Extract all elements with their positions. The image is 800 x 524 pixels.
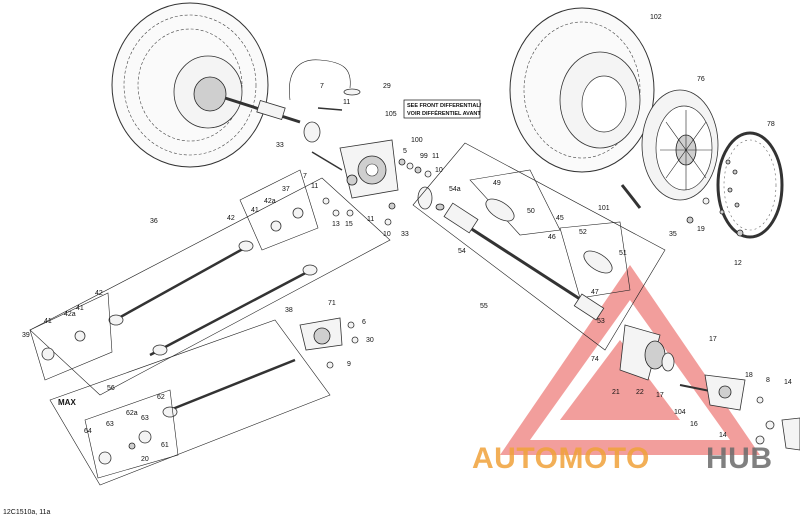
callout: 42 [227,215,235,222]
callout: 11 [432,153,439,160]
callout: 21 [612,389,620,396]
callout: 61 [161,442,169,449]
wheel-rim [641,89,719,201]
callout: 56 [107,385,115,392]
callout: 35 [669,231,677,238]
callout: 10 [435,167,443,174]
callout: 78 [767,121,775,128]
callout: 37 [282,186,290,193]
callout: 42 [95,290,103,297]
left-axle [224,96,301,124]
callout: 13 [332,221,340,228]
callout: 71 [328,300,336,307]
callout: 54 [458,248,466,255]
callout: 17 [709,336,717,343]
callout: 41 [251,207,259,214]
callout: 11 [311,183,318,190]
note-line-2: VOIR DIFFÉRENTIEL AVANT [407,109,481,117]
callout: 17 [656,392,664,399]
callout: 20 [141,456,149,463]
callout: 54a [449,186,461,193]
callout: 15 [345,221,353,228]
callout: 5 [403,148,407,155]
callout: 18 [745,372,753,379]
callout: 14 [784,379,792,386]
right-tire [509,7,655,173]
callout: 9 [347,361,351,368]
rear-differential [339,139,399,199]
callout: 76 [697,76,705,83]
callout: 42a [64,311,76,318]
callout: 63 [106,421,114,428]
callout: 7 [303,173,307,180]
callout-labels: 102 76 78 7 29 11 105 33 100 5 99 11 10 … [22,14,792,463]
rim-hardware [686,159,744,237]
callout: 62 [157,394,165,401]
diagram-code: 12C1510a, 11a [3,509,50,516]
callout: 99 [420,153,428,160]
callout: 7 [320,83,324,90]
callout: 14 [719,432,727,439]
watermark-part1: AUTOMOTO [472,442,650,475]
callout: 42a [264,198,276,205]
callout: 62a [126,410,138,417]
callout: 36 [150,218,158,225]
prop-shaft-group-36 [29,169,391,396]
callout: 11 [343,99,350,106]
callout: 50 [527,208,535,215]
callout: 46 [548,234,556,241]
callout: 74 [591,356,599,363]
callout: 51 [619,250,627,257]
callout: 33 [401,231,409,238]
differential-note: SEE FRONT DIFFERENTIAL/ VOIR DIFFÉRENTIE… [403,99,482,119]
max-shaft-group [49,319,331,486]
valve-stem [620,184,642,209]
callout: 29 [383,83,391,90]
callout: 55 [480,303,488,310]
callout: 102 [650,14,662,21]
max-label: MAX [58,398,76,407]
callout: 41 [44,318,52,325]
callout: 16 [690,421,698,428]
callout: 30 [366,337,374,344]
watermark-part2: HUB [706,442,773,475]
callout: 12 [734,260,742,267]
callout: 8 [766,377,770,384]
diff-hardware [322,158,445,226]
callout: 52 [579,229,587,236]
left-tire [111,2,269,168]
callout: 33 [276,142,284,149]
callout: 19 [697,226,705,233]
callout: 63 [141,415,149,422]
knuckle-assembly [619,324,800,451]
callout: 45 [556,215,564,222]
callout: 64 [84,428,92,435]
callout: 100 [411,137,423,144]
beadlock-ring [716,131,784,239]
callout: 105 [385,111,397,118]
callout: 53 [597,318,605,325]
callout: 101 [598,205,610,212]
callout: 22 [636,389,644,396]
callout: 104 [674,409,686,416]
callout: 6 [362,319,366,326]
callout: 38 [285,307,293,314]
callout: 49 [493,180,501,187]
callout: 11 [367,216,374,223]
watermark-text: AUTOMOTO HUB [472,442,773,475]
callout: 41 [76,305,84,312]
callout: 47 [591,289,599,296]
callout: 10 [383,231,391,238]
note-line-1: SEE FRONT DIFFERENTIAL/ [407,103,482,109]
drive-shaft-group [412,142,666,351]
callout: 39 [22,332,30,339]
breather-hose [289,59,351,101]
